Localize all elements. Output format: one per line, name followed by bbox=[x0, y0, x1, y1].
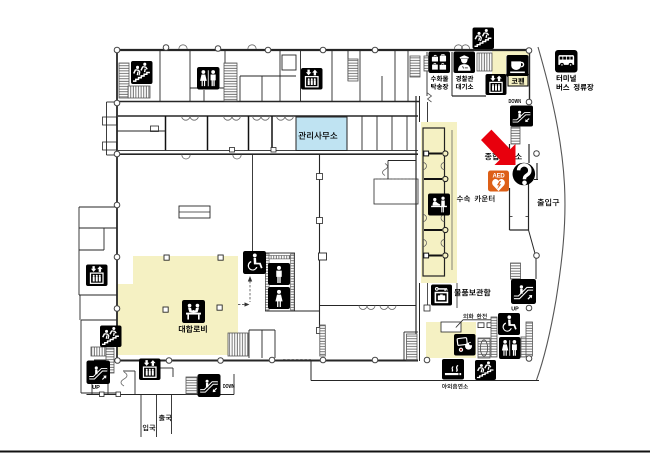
svg-text:DOWN: DOWN bbox=[509, 99, 522, 105]
svg-text:UP: UP bbox=[92, 385, 100, 391]
svg-text:UP: UP bbox=[511, 307, 519, 313]
svg-text:AED: AED bbox=[492, 174, 505, 180]
svg-text:DOWN: DOWN bbox=[223, 384, 235, 390]
